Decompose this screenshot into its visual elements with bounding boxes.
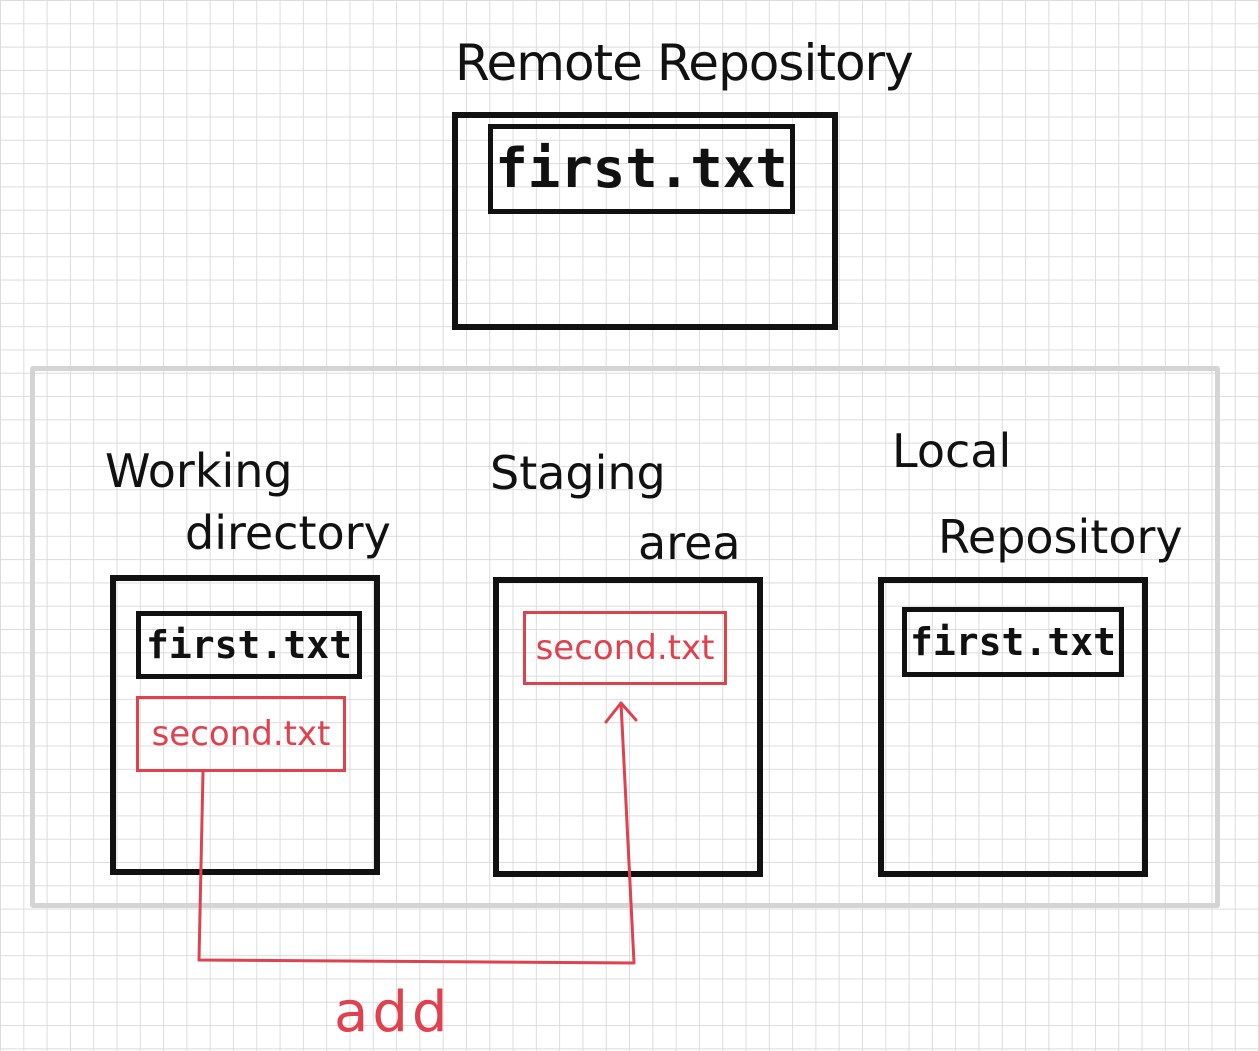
working-directory-box: first.txt second.txt: [110, 575, 380, 875]
working-directory-title-line2: directory: [185, 506, 391, 560]
staging-area-title-line1: Staging: [490, 446, 666, 500]
local-file-first: first.txt: [902, 607, 1124, 677]
add-label: add: [334, 980, 452, 1045]
staging-file-second-label: second.txt: [535, 628, 715, 668]
remote-repository-title: Remote Repository: [455, 34, 914, 92]
working-directory-title-line1: Working: [105, 444, 293, 498]
working-file-second: second.txt: [136, 696, 346, 772]
staging-area-box: second.txt: [493, 577, 763, 877]
remote-repository-box: first.txt: [452, 112, 838, 330]
staging-area-title-line2: area: [638, 516, 741, 570]
local-file-first-label: first.txt: [910, 620, 1116, 664]
remote-file-first-label: first.txt: [495, 137, 788, 200]
local-repository-title-line1: Local: [892, 424, 1012, 478]
working-file-first-label: first.txt: [146, 623, 352, 667]
local-repository-title-line2: Repository: [938, 510, 1183, 564]
working-file-second-label: second.txt: [151, 714, 331, 754]
staging-file-second: second.txt: [523, 611, 727, 685]
working-file-first: first.txt: [136, 611, 362, 679]
remote-file-first: first.txt: [488, 124, 795, 214]
local-repository-box: first.txt: [878, 577, 1148, 877]
